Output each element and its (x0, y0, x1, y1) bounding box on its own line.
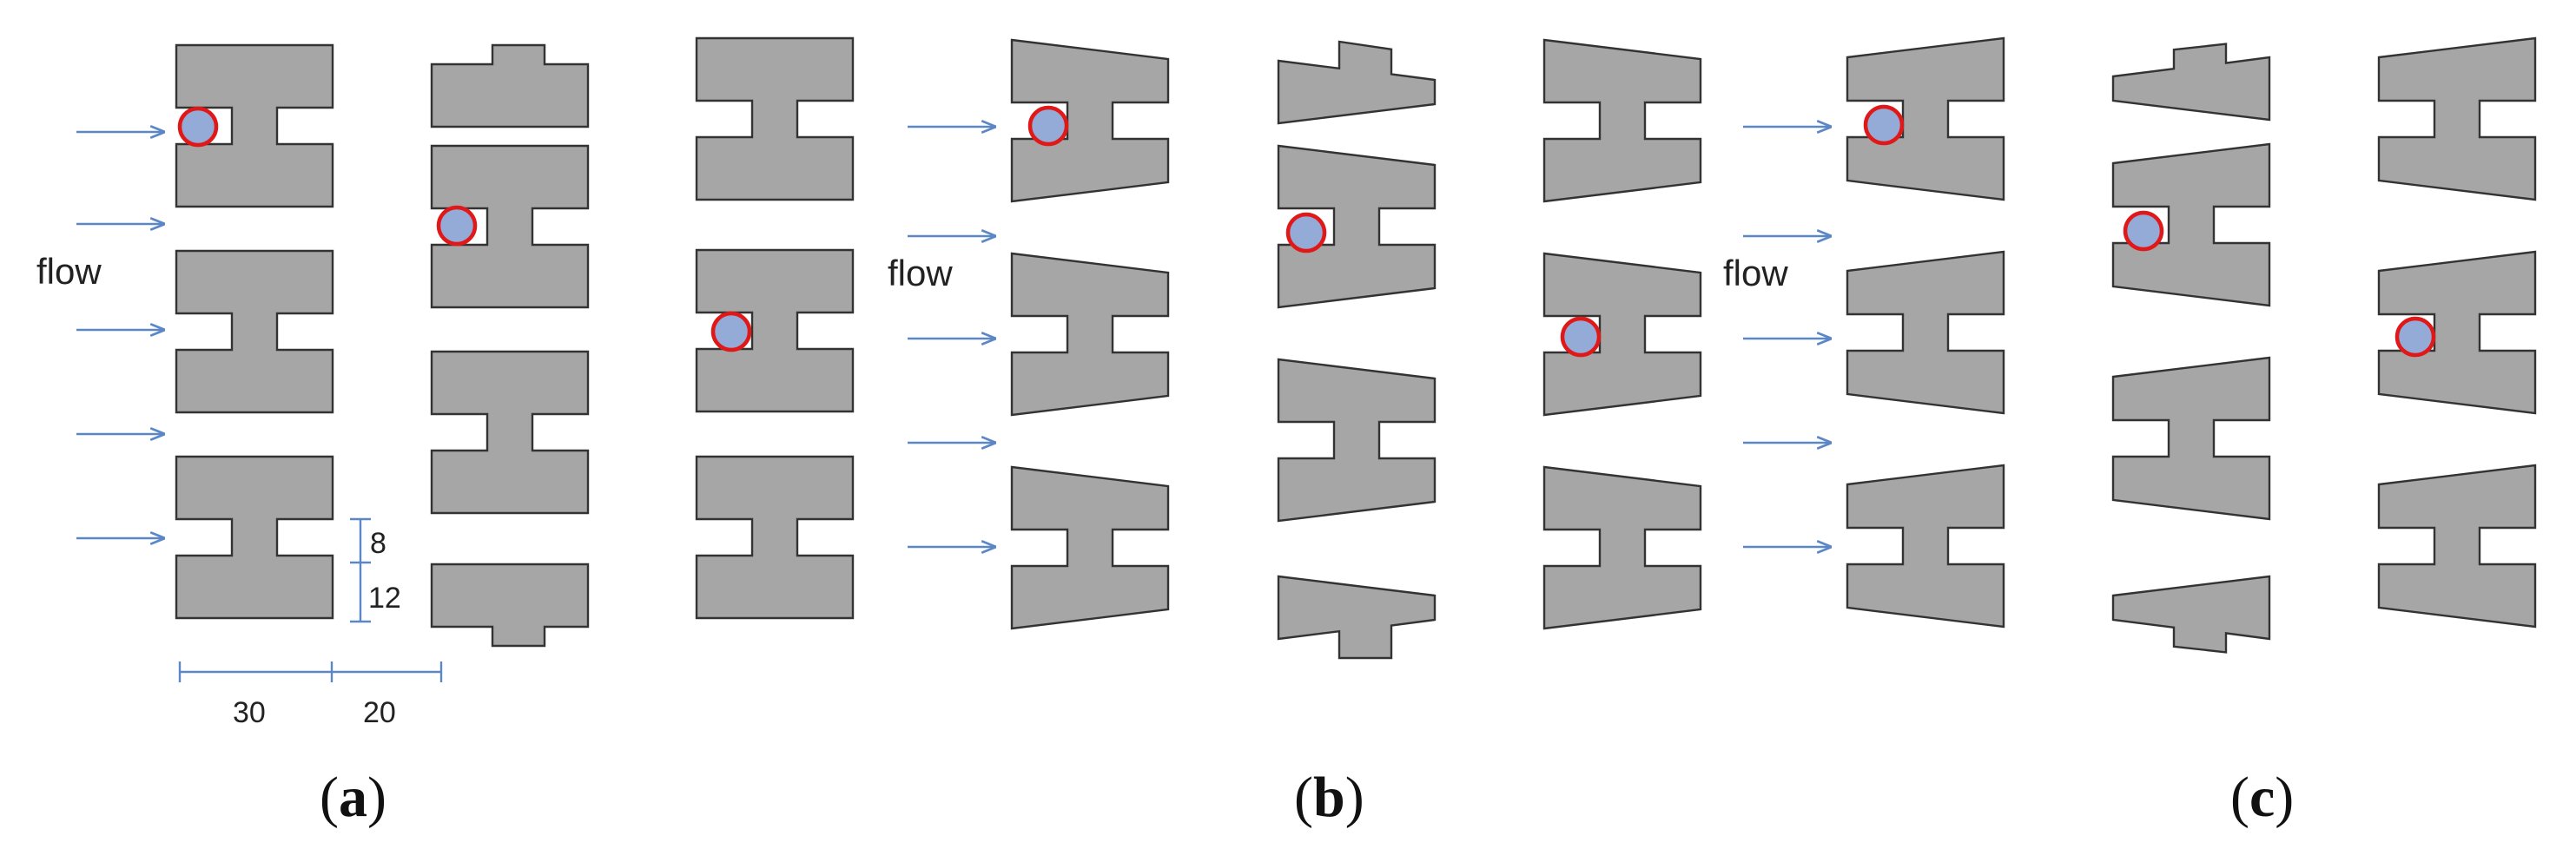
post-a-col1-1 (175, 43, 334, 208)
post-b-col1-1 (1010, 38, 1170, 203)
post-a-col2-2 (430, 144, 590, 309)
post-c-col3-1 (2377, 36, 2537, 201)
particle-b-col3 (1560, 316, 1602, 358)
post-c-col2-4 (2111, 575, 2271, 654)
post-a-col2-4 (430, 563, 590, 648)
panel-label-c: (c) (2230, 766, 2294, 829)
post-b-col2-4 (1277, 575, 1437, 660)
flow-label-b: flow (888, 253, 953, 293)
flow-arrows (76, 127, 1832, 547)
dimension-post-width: 30 (233, 696, 266, 729)
post-a-col3-2 (695, 248, 855, 413)
post-c-col3-3 (2377, 464, 2537, 629)
post-a-col3-1 (695, 36, 855, 201)
post-c-col2-3 (2111, 356, 2271, 521)
post-c-col2-2 (2111, 142, 2271, 307)
flow-label-c: flow (1723, 253, 1788, 293)
post-a-col1-3 (175, 455, 334, 620)
dimension-gap-height: 8 (370, 527, 386, 560)
post-b-col3-1 (1542, 38, 1702, 203)
particle-a-col1 (177, 106, 219, 148)
posts-layer (175, 36, 2537, 660)
panel-label-b: (b) (1294, 766, 1364, 829)
post-b-col2-3 (1277, 358, 1437, 523)
dimension-post-spacing: 20 (363, 696, 396, 729)
particle-c-col1 (1863, 104, 1905, 146)
post-a-col2-3 (430, 350, 590, 515)
particle-b-col2 (1285, 212, 1327, 253)
particle-c-col3 (2394, 316, 2436, 358)
dimension-lines (178, 517, 443, 682)
post-b-col2-1 (1277, 40, 1437, 125)
particles-layer (177, 104, 2436, 358)
post-a-col3-3 (695, 455, 855, 620)
post-c-col2-1 (2111, 43, 2271, 122)
post-c-col1-1 (1846, 36, 2005, 201)
particle-a-col2 (436, 205, 478, 247)
post-a-col2-1 (430, 43, 590, 128)
post-b-col2-2 (1277, 144, 1437, 309)
post-b-col1-2 (1010, 252, 1170, 417)
flow-label-a: flow (36, 251, 102, 292)
particle-b-col1 (1027, 105, 1069, 147)
post-c-col1-2 (1846, 250, 2005, 415)
post-b-col3-3 (1542, 465, 1702, 630)
post-c-col3-2 (2377, 250, 2537, 415)
post-b-col3-2 (1542, 252, 1702, 417)
particle-a-col3 (710, 311, 752, 352)
dimension-flange-height: 12 (368, 582, 401, 615)
particle-c-col2 (2123, 210, 2164, 252)
post-c-col1-3 (1846, 464, 2005, 629)
panel-label-a: (a) (320, 766, 386, 829)
post-a-col1-2 (175, 249, 334, 414)
post-b-col1-3 (1010, 465, 1170, 630)
